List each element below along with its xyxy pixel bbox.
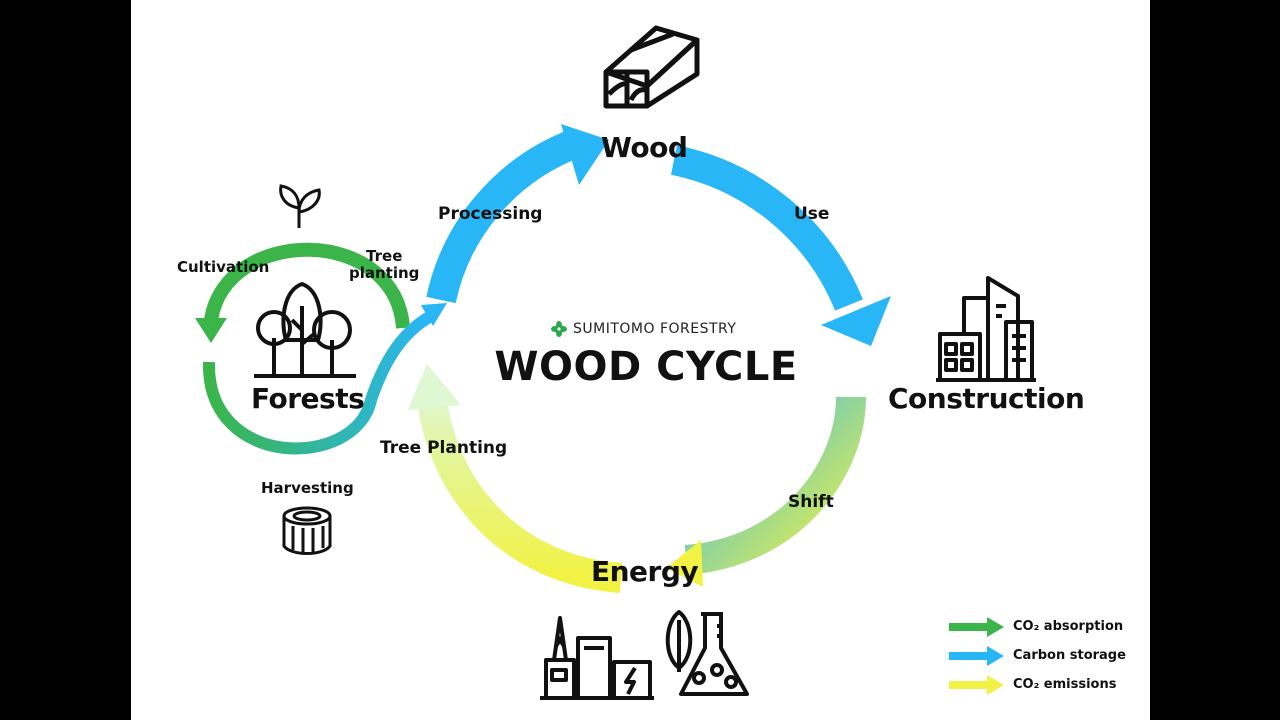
log-icon bbox=[282, 506, 332, 555]
processing-arrowhead bbox=[561, 124, 609, 185]
use-arrow bbox=[670, 145, 863, 311]
brand-name: SUMITOMO FORESTRY bbox=[573, 321, 737, 337]
buildings-icon bbox=[936, 276, 1036, 382]
power-plant-icon bbox=[540, 616, 654, 700]
tree-planting-arrow bbox=[416, 390, 623, 593]
cultivation-label: Cultivation bbox=[177, 258, 270, 276]
use-arrowhead bbox=[821, 296, 891, 346]
tree-planting-label: Tree Planting bbox=[380, 438, 508, 458]
legend-item-co2-absorption: CO₂ absorption bbox=[949, 612, 1126, 641]
legend: CO₂ absorption Carbon storage CO₂ emissi… bbox=[949, 612, 1126, 699]
legend-arrow-yellow bbox=[949, 674, 1004, 695]
cycle-arrows bbox=[195, 124, 891, 593]
shift-arrow bbox=[684, 396, 866, 575]
brand-leaf-icon bbox=[551, 321, 567, 337]
tree-planting-small-label: Tree planting bbox=[349, 247, 420, 283]
sprout-icon bbox=[279, 184, 321, 228]
diagram-canvas: SUMITOMO FORESTRY WOOD CYCLE Wood Constr… bbox=[131, 0, 1150, 720]
harvesting-arrow bbox=[202, 310, 435, 455]
forests-label: Forests bbox=[251, 382, 365, 415]
legend-arrow-blue bbox=[949, 645, 1004, 666]
bio-flask-icon bbox=[665, 610, 749, 696]
trees-icon bbox=[254, 282, 356, 378]
legend-arrow-green bbox=[949, 616, 1004, 637]
legend-item-co2-emissions: CO₂ emissions bbox=[949, 670, 1126, 699]
legend-label: Carbon storage bbox=[1013, 648, 1126, 663]
use-label: Use bbox=[794, 204, 830, 224]
processing-arrow bbox=[426, 128, 582, 304]
shift-arrowhead bbox=[666, 540, 703, 587]
construction-label: Construction bbox=[888, 382, 1085, 415]
lumber-icon bbox=[603, 25, 700, 109]
tree-planting-arrowhead bbox=[408, 364, 461, 410]
cultivation-arrowhead bbox=[195, 318, 227, 343]
brand-logo: SUMITOMO FORESTRY bbox=[551, 321, 736, 337]
page-title: WOOD CYCLE bbox=[494, 344, 798, 390]
harvesting-label: Harvesting bbox=[261, 479, 354, 497]
processing-label: Processing bbox=[438, 204, 543, 224]
energy-label: Energy bbox=[591, 555, 699, 588]
shift-label: Shift bbox=[788, 492, 834, 512]
cultivation-arrow bbox=[204, 242, 410, 329]
legend-item-carbon-storage: Carbon storage bbox=[949, 641, 1126, 670]
legend-label: CO₂ absorption bbox=[1013, 619, 1124, 634]
legend-label: CO₂ emissions bbox=[1013, 677, 1117, 692]
harvesting-arrowhead bbox=[421, 303, 447, 326]
wood-label: Wood bbox=[601, 131, 688, 164]
